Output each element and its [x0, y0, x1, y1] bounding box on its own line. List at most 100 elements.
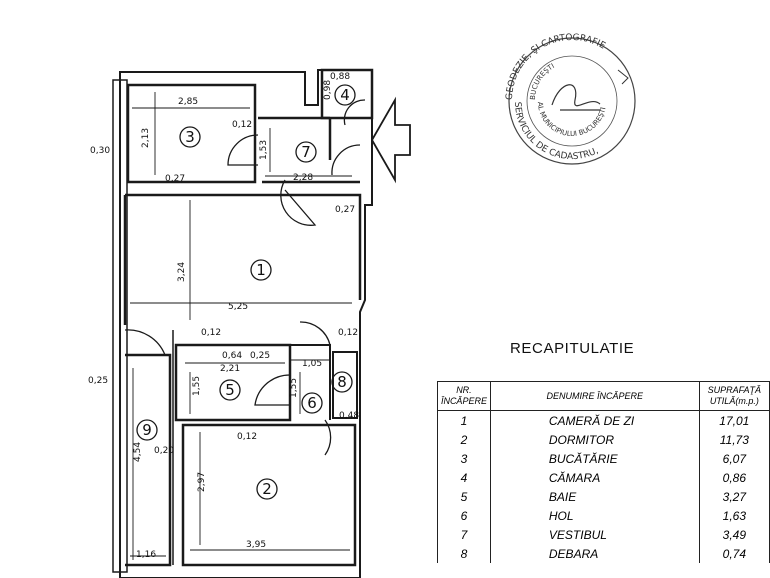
dim-label: 0,12 — [201, 328, 221, 338]
dim-label: 0,98 — [323, 80, 333, 100]
room-name: CĂMARA — [489, 468, 700, 487]
col-header-name: DENUMIRE ÎNCĂPERE — [489, 381, 700, 411]
kitchen-wall — [126, 83, 257, 184]
vestibule-wall — [258, 116, 360, 184]
dim-label: 0,27 — [335, 205, 355, 215]
room-number-4: 4 — [340, 86, 350, 104]
door-swing — [254, 374, 291, 406]
room-name: HOL — [489, 506, 700, 525]
room-name: BAIE — [489, 487, 700, 506]
room-area: 11,73 — [698, 430, 770, 449]
room-area: 3,49 — [698, 525, 770, 544]
dim-label: 2,97 — [197, 472, 207, 492]
dim-label: 0,12 — [232, 120, 252, 130]
dim-label: 0,88 — [330, 72, 350, 82]
room-marker — [334, 84, 356, 106]
outer-wall — [119, 69, 373, 578]
dim-label: 0,48 — [339, 411, 359, 421]
dim-label: 0,27 — [165, 174, 185, 184]
dim-label: 1,16 — [136, 550, 156, 560]
door-swing — [324, 419, 332, 456]
room-nr: 2 — [437, 430, 491, 449]
dim-label: 0,30 — [90, 146, 110, 156]
room-area: 0,74 — [698, 544, 770, 563]
room9-wall — [125, 353, 172, 567]
dim-label: 0,20 — [154, 446, 174, 456]
recap-title: RECAPITULATIE — [510, 340, 635, 357]
room-number-9: 9 — [142, 421, 152, 439]
door-swing — [124, 329, 166, 356]
dim-label: 0,64 — [222, 351, 242, 361]
dim-label: 3,95 — [246, 540, 266, 550]
door-swing — [299, 321, 331, 346]
dim-label: 1,53 — [259, 140, 269, 160]
room-marker — [295, 141, 317, 163]
door-swing — [331, 144, 361, 176]
dim-label: 1,55 — [289, 378, 299, 398]
room-name: DEBARA — [489, 544, 700, 563]
door-swing — [343, 99, 366, 126]
room-name: BUCĂTĂRIE — [489, 449, 700, 468]
room-marker — [331, 371, 353, 393]
room-marker — [256, 478, 278, 500]
room-nr: 1 — [437, 410, 491, 430]
room-area: 17,01 — [698, 410, 770, 430]
room-marker — [219, 379, 241, 401]
bath-wall — [174, 343, 292, 422]
room-name: CAMERĂ DE ZI — [489, 410, 700, 430]
room-nr: 4 — [437, 468, 491, 487]
room-name: VESTIBUL — [489, 525, 700, 544]
cadastre-stamp: GEODEZIE, ŞI CARTOGRAFIE BUCUREŞTI SERVI… — [505, 33, 636, 165]
living-wall — [123, 193, 362, 325]
pantry-wall — [320, 68, 374, 120]
dim-label: 2,21 — [220, 364, 240, 374]
room-nr: 6 — [437, 506, 491, 525]
room-area: 1,63 — [698, 506, 770, 525]
dim-label: 0,12 — [338, 328, 358, 338]
room-number-3: 3 — [185, 128, 195, 146]
dim-label: 4,54 — [133, 442, 143, 462]
dim-label: 0,25 — [88, 376, 108, 386]
room-number-2: 2 — [262, 480, 272, 498]
svg-text:GEODEZIE, ŞI CARTOGRAFIE: GEODEZIE, ŞI CARTOGRAFIE — [505, 33, 607, 100]
svg-text:BUCUREŞTI: BUCUREŞTI — [529, 62, 556, 100]
room-number-5: 5 — [225, 381, 235, 399]
entry-arrow — [370, 96, 411, 184]
room-number-6: 6 — [307, 394, 317, 412]
bedroom-wall — [181, 423, 357, 567]
room-area: 0,86 — [698, 468, 770, 487]
dim-label: 2,85 — [178, 97, 198, 107]
col-header-nr: NR. ÎNCĂPERE — [437, 381, 491, 411]
room-area: 6,07 — [698, 449, 770, 468]
room-nr: 3 — [437, 449, 491, 468]
room-number-7: 7 — [301, 143, 311, 161]
dim-label: 3,24 — [177, 262, 187, 282]
room-nr: 5 — [437, 487, 491, 506]
room-marker — [301, 392, 323, 414]
door-swing — [227, 134, 259, 166]
dim-label: 2,28 — [293, 173, 313, 183]
room-marker — [250, 259, 272, 281]
dim-label: 1,05 — [302, 359, 322, 369]
recap-table: NR. ÎNCĂPERE DENUMIRE ÎNCĂPERE SUPRAFAŢĂ… — [437, 381, 770, 563]
room-nr: 7 — [437, 525, 491, 544]
room-name: DORMITOR — [489, 430, 700, 449]
dim-label: 5,25 — [228, 302, 248, 312]
door-swing — [280, 179, 317, 226]
room-marker — [179, 126, 201, 148]
room-marker — [136, 419, 158, 441]
room-nr: 8 — [437, 544, 491, 563]
room-number-1: 1 — [256, 261, 266, 279]
dim-label: 0,12 — [237, 432, 257, 442]
room-area: 3,27 — [698, 487, 770, 506]
col-header-area: SUPRAFAŢĂ UTILĂ(m.p.) — [698, 381, 770, 411]
dim-label: 1,55 — [192, 376, 202, 396]
